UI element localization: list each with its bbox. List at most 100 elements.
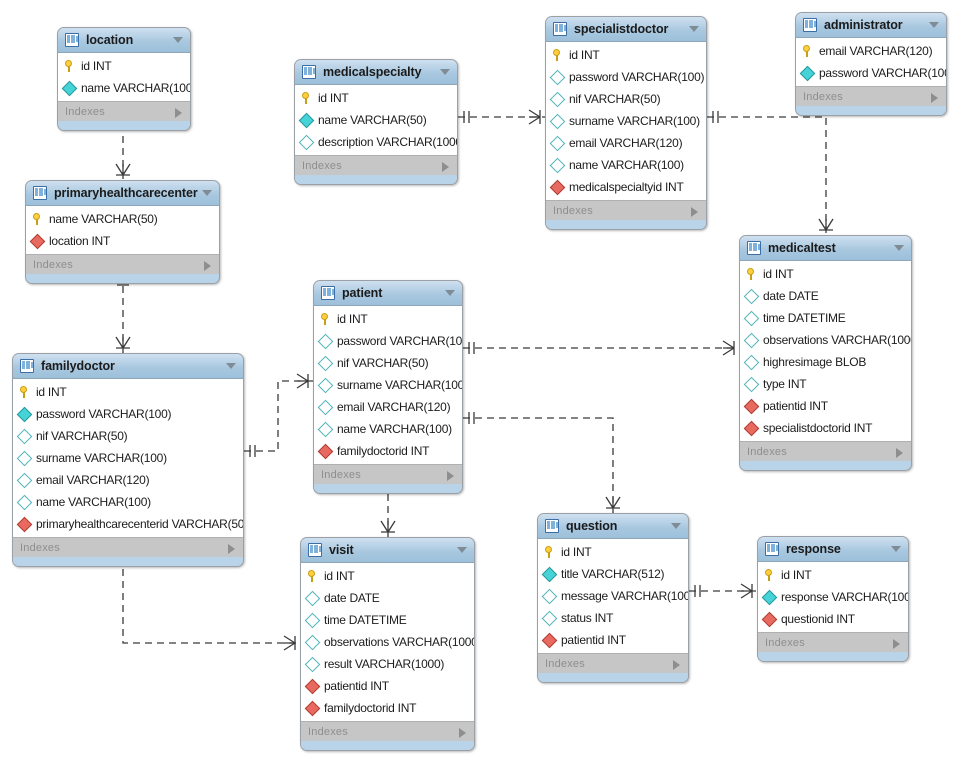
expand-right-icon[interactable] (175, 107, 182, 118)
chevron-down-icon[interactable] (457, 547, 467, 553)
table-column[interactable]: id INT (546, 44, 706, 66)
table-header-primaryhealthcarecenter[interactable]: primaryhealthcarecenter (26, 181, 219, 206)
table-column[interactable]: nif VARCHAR(50) (546, 88, 706, 110)
table-column[interactable]: password VARCHAR(100) (546, 66, 706, 88)
expand-right-icon[interactable] (442, 161, 449, 172)
indexes-section-question[interactable]: Indexes (538, 653, 688, 673)
table-header-question[interactable]: question (538, 514, 688, 539)
expand-right-icon[interactable] (228, 543, 235, 554)
table-header-location[interactable]: location (58, 28, 190, 53)
indexes-section-specialistdoctor[interactable]: Indexes (546, 200, 706, 220)
table-column[interactable]: id INT (13, 381, 243, 403)
table-column[interactable]: id INT (314, 308, 462, 330)
table-column[interactable]: date DATE (301, 587, 474, 609)
indexes-section-administrator[interactable]: Indexes (796, 86, 946, 106)
indexes-section-response[interactable]: Indexes (758, 632, 908, 652)
table-column[interactable]: type INT (740, 373, 911, 395)
table-column[interactable]: id INT (295, 87, 457, 109)
table-column[interactable]: patientid INT (538, 629, 688, 651)
table-column[interactable]: location INT (26, 230, 219, 252)
indexes-section-patient[interactable]: Indexes (314, 464, 462, 484)
table-column[interactable]: title VARCHAR(512) (538, 563, 688, 585)
table-column[interactable]: surname VARCHAR(100) (314, 374, 462, 396)
indexes-section-primaryhealthcarecenter[interactable]: Indexes (26, 254, 219, 274)
indexes-section-medicalspecialty[interactable]: Indexes (295, 155, 457, 175)
table-column[interactable]: medicalspecialtyid INT (546, 176, 706, 198)
expand-right-icon[interactable] (896, 447, 903, 458)
table-header-medicaltest[interactable]: medicaltest (740, 236, 911, 261)
table-column[interactable]: status INT (538, 607, 688, 629)
table-column[interactable]: name VARCHAR(100) (546, 154, 706, 176)
table-column[interactable]: name VARCHAR(50) (295, 109, 457, 131)
table-column[interactable]: password VARCHAR(100) (796, 62, 946, 84)
chevron-down-icon[interactable] (173, 37, 183, 43)
table-column[interactable]: patientid INT (740, 395, 911, 417)
table-column[interactable]: familydoctorid INT (314, 440, 462, 462)
chevron-down-icon[interactable] (440, 69, 450, 75)
table-column[interactable]: result VARCHAR(1000) (301, 653, 474, 675)
table-column[interactable]: primaryhealthcarecenterid VARCHAR(50) (13, 513, 243, 535)
chevron-down-icon[interactable] (689, 26, 699, 32)
table-header-patient[interactable]: patient (314, 281, 462, 306)
table-column[interactable]: nif VARCHAR(50) (314, 352, 462, 374)
table-header-response[interactable]: response (758, 537, 908, 562)
table-column[interactable]: familydoctorid INT (301, 697, 474, 719)
table-column[interactable]: message VARCHAR(1000) (538, 585, 688, 607)
table-column[interactable]: email VARCHAR(120) (13, 469, 243, 491)
table-column[interactable]: time DATETIME (740, 307, 911, 329)
table-column[interactable]: surname VARCHAR(100) (546, 110, 706, 132)
table-column[interactable]: observations VARCHAR(1000) (301, 631, 474, 653)
expand-right-icon[interactable] (447, 470, 454, 481)
expand-right-icon[interactable] (459, 727, 466, 738)
expand-right-icon[interactable] (931, 92, 938, 103)
table-column[interactable]: name VARCHAR(100) (13, 491, 243, 513)
table-column[interactable]: id INT (538, 541, 688, 563)
chevron-down-icon[interactable] (202, 190, 212, 196)
table-column[interactable]: patientid INT (301, 675, 474, 697)
indexes-section-location[interactable]: Indexes (58, 101, 190, 121)
chevron-down-icon[interactable] (671, 523, 681, 529)
table-column[interactable]: observations VARCHAR(1000) (740, 329, 911, 351)
table-column[interactable]: description VARCHAR(1000) (295, 131, 457, 153)
indexes-section-visit[interactable]: Indexes (301, 721, 474, 741)
table-column[interactable]: password VARCHAR(100) (314, 330, 462, 352)
table-column[interactable]: name VARCHAR(100) (314, 418, 462, 440)
table-column[interactable]: id INT (758, 564, 908, 586)
table-header-specialistdoctor[interactable]: specialistdoctor (546, 17, 706, 42)
table-column[interactable]: specialistdoctorid INT (740, 417, 911, 439)
expand-right-icon[interactable] (691, 206, 698, 217)
chevron-down-icon[interactable] (929, 22, 939, 28)
expand-right-icon[interactable] (673, 659, 680, 670)
table-column[interactable]: time DATETIME (301, 609, 474, 631)
chevron-down-icon[interactable] (445, 290, 455, 296)
chevron-down-icon[interactable] (894, 245, 904, 251)
indexes-section-familydoctor[interactable]: Indexes (13, 537, 243, 557)
table-column[interactable]: surname VARCHAR(100) (13, 447, 243, 469)
table-column[interactable]: highresimage BLOB (740, 351, 911, 373)
table-column[interactable]: name VARCHAR(100) (58, 77, 190, 99)
indexes-section-medicaltest[interactable]: Indexes (740, 441, 911, 461)
table-header-visit[interactable]: visit (301, 538, 474, 563)
table-column[interactable]: nif VARCHAR(50) (13, 425, 243, 447)
table-column[interactable]: id INT (58, 55, 190, 77)
table-column[interactable]: id INT (301, 565, 474, 587)
chevron-down-icon[interactable] (226, 363, 236, 369)
expand-right-icon[interactable] (204, 260, 211, 271)
table-column[interactable]: email VARCHAR(120) (796, 40, 946, 62)
table-header-medicalspecialty[interactable]: medicalspecialty (295, 60, 457, 85)
table-column[interactable]: email VARCHAR(120) (546, 132, 706, 154)
table-column[interactable]: questionid INT (758, 608, 908, 630)
table-column[interactable]: email VARCHAR(120) (314, 396, 462, 418)
table-header-familydoctor[interactable]: familydoctor (13, 354, 243, 379)
